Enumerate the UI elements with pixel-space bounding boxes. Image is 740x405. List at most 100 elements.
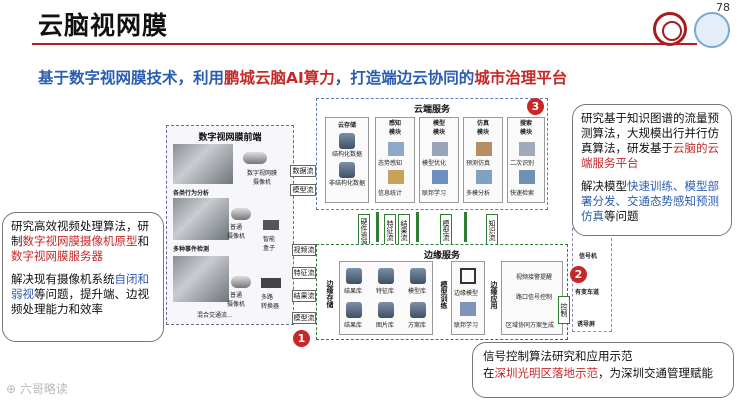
unstructured-data-label: 非结构化数据 <box>328 180 365 187</box>
situation-awareness-label: 态势感知 <box>378 160 403 167</box>
cube-icon <box>460 268 476 284</box>
badge-2: 2 <box>570 266 587 283</box>
model-optimize-label: 模型优化 <box>422 160 447 167</box>
up-arrow <box>464 212 467 242</box>
normal-camera-icon-1 <box>231 208 251 220</box>
guidance-screen-label: 诱导屏 <box>577 321 596 328</box>
model-module-card: 模型 模块 模型优化 联邦学习 <box>419 117 459 203</box>
forecast-icon <box>476 142 492 156</box>
retina-camera-label: 数字视网膜 摄像机 <box>246 170 277 186</box>
normal-camera-label-2: 普通 摄像机 <box>227 292 246 308</box>
multi-converter-label: 多路 转换器 <box>261 294 280 310</box>
edge-services-panel: 边缘服务 边缘存储 结果库 特征库 模型库 结果库 图片库 方案库 模型训练 边… <box>316 244 568 340</box>
right-callout-para-2: 解决模型快速训练、模型部署分发、交通态势感知预测仿真等问题 <box>581 179 719 223</box>
database-icon <box>339 162 355 178</box>
video-stream-label: 视频流 <box>292 244 316 256</box>
simulation-module-card: 仿真 模块 预测仿真 多模分析 <box>463 117 503 203</box>
database-icon <box>378 268 394 284</box>
edge-result-db-label: 结果库 <box>344 288 363 295</box>
database-icon <box>378 302 394 318</box>
cloud-storage-card: 云存储 结构化数据 非结构化数据 <box>325 117 369 203</box>
normal-camera-icon-2 <box>231 276 251 288</box>
multimodal-label: 多模分析 <box>466 190 491 197</box>
retina-frontend-title: 数字视网膜前端 <box>198 133 262 143</box>
smart-box-icon <box>263 220 279 230</box>
edge-model-db-label: 模型库 <box>408 288 427 295</box>
search-module-card: 搜索 模块 二次识别 快速检索 <box>507 117 545 203</box>
retina-camera-icon <box>243 152 267 164</box>
edge-feature-db-label: 特征库 <box>376 288 395 295</box>
database-icon <box>410 268 426 284</box>
right-callout-para-1: 研究基于知识图谱的流量预测算法，大规模出行并行仿真算法，研发基于云脑的云端服务平… <box>581 111 719 170</box>
page-title: 云脑视网膜 <box>38 11 169 40</box>
model-stream-label: 模型流 <box>290 184 316 196</box>
federated-icon <box>432 170 448 184</box>
cloud-storage-title: 云存储 <box>337 122 356 129</box>
up-model-label: 模型流 <box>440 214 452 246</box>
event-detection-label: 多种事件检测 <box>173 246 210 253</box>
simulation-module-title: 仿真 模块 <box>476 120 489 136</box>
map-icon <box>388 142 404 156</box>
data-stream-label: 数据流 <box>290 165 316 177</box>
behavior-analysis-label: 各类行为分析 <box>173 190 210 197</box>
normal-camera-label-1: 普通 摄像机 <box>227 224 246 240</box>
street-photo-1 <box>173 144 233 184</box>
down-arrow <box>416 212 419 242</box>
smart-box-label: 智能 盒子 <box>263 236 276 252</box>
watermark-logo-icon: ⊕ <box>6 382 17 396</box>
bottom-callout: 信号控制算法研究和应用示范 在深圳光明区落地示范，为深圳交通管理赋能 <box>472 342 734 398</box>
street-photo-3 <box>173 256 229 302</box>
database-icon <box>339 133 355 149</box>
edge-storage-card: 结果库 特征库 模型库 结果库 图片库 方案库 <box>339 261 433 335</box>
signal-device-label: 信号机 <box>579 253 598 260</box>
badge-3: 3 <box>527 98 544 115</box>
signal-control-label: 路口信号控制 <box>516 294 553 301</box>
federated-learning-label: 联邦学习 <box>422 190 447 197</box>
info-stats-label: 信息统计 <box>378 190 403 197</box>
database-icon <box>410 302 426 318</box>
fast-search-label: 快速检索 <box>510 190 535 197</box>
model-stream-label-2: 模型流 <box>292 312 316 324</box>
header-divider <box>32 43 697 45</box>
left-callout: 研究高效视频处理算法，研制数字视网膜摄像机原型和数字视网膜服务器 解决现有摄像机… <box>2 212 164 342</box>
edge-services-title: 边缘服务 <box>423 251 460 261</box>
mixed-traffic-label: 混合交通流... <box>197 312 233 319</box>
lab-logo <box>694 12 730 48</box>
re-identify-label: 二次识别 <box>510 160 535 167</box>
right-callout: 研究基于知识图谱的流量预测算法，大规模出行并行仿真算法，研发基于云脑的云端服务平… <box>572 104 732 236</box>
up-knowledge-label: 知识流 <box>486 214 498 246</box>
badge-1: 1 <box>293 330 310 347</box>
street-photo-2 <box>173 198 229 240</box>
edge-result-db-label-2: 结果库 <box>344 322 363 329</box>
university-seal-logo <box>653 12 687 46</box>
search-icon <box>519 170 535 184</box>
edge-app-label: 边缘应用 <box>487 273 499 317</box>
multimodal-icon <box>476 170 492 184</box>
result-stream-label: 结果流 <box>292 290 316 302</box>
bottom-callout-line-2: 在深圳光明区落地示范，为深圳交通管理赋能 <box>483 366 713 380</box>
model-icon <box>432 142 448 156</box>
bottom-callout-line-1: 信号控制算法研究和应用示范 <box>483 349 633 363</box>
reidentify-icon <box>519 142 535 156</box>
region-plan-label: 区域协同方案生成 <box>506 322 555 329</box>
up-feature-label: 特征流 <box>384 214 396 246</box>
database-icon <box>346 302 362 318</box>
subtitle: 基于数字视网膜技术，利用鹏城云脑AI算力，打造端边云协同的城市治理平台 <box>38 69 568 87</box>
retina-frontend-panel: 数字视网膜前端 数字视网膜 摄像机 各类行为分析 普通 摄像机 智能 盒子 多种… <box>166 125 294 325</box>
feature-stream-label: 特征流 <box>292 267 316 279</box>
edge-image-db-label: 图片库 <box>376 322 395 329</box>
model-module-title: 模型 模块 <box>432 120 445 136</box>
model-train-label: 模型训练 <box>437 273 449 317</box>
search-module-title: 搜索 模块 <box>519 120 532 136</box>
federated-icon <box>460 302 476 316</box>
perception-module-title: 感知 模块 <box>388 120 401 136</box>
forecast-sim-label: 预测仿真 <box>466 160 491 167</box>
control-label: 控制 <box>558 296 570 324</box>
up-result-label: 结果流 <box>398 214 410 246</box>
up-arrow <box>376 212 379 242</box>
edge-plan-db-label: 方案库 <box>408 322 427 329</box>
converter-icon <box>261 278 281 288</box>
variable-lane-label: 有变车道 <box>575 289 600 296</box>
left-callout-para-2: 解决现有摄像机系统自闭和弱视等问题，提升端、边视频处理能力和效率 <box>11 272 149 316</box>
stats-icon <box>388 170 404 184</box>
